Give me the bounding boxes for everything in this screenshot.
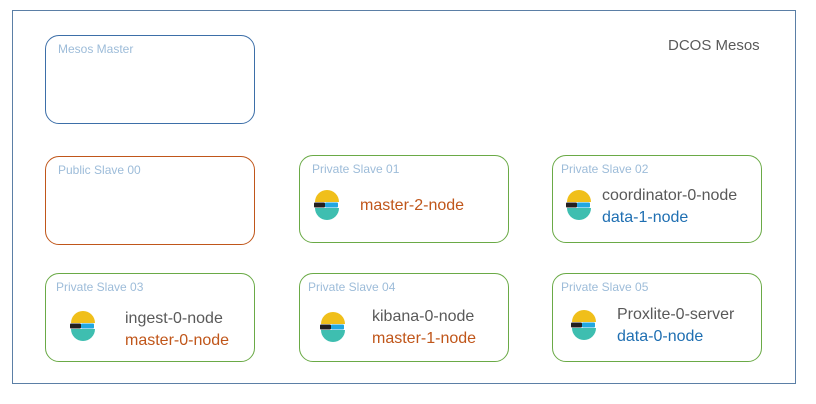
public-slave-00-box: Public Slave 00	[45, 156, 255, 245]
private-slave-04-box: Private Slave 04 kibana-0-node master-1-…	[299, 273, 509, 362]
box-label: Private Slave 02	[561, 162, 649, 176]
node-label: master-0-node	[125, 332, 230, 349]
private-slave-01-box: Private Slave 01 master-2-node	[299, 155, 509, 243]
box-label: Private Slave 04	[308, 280, 396, 294]
elastic-logo-icon	[571, 310, 596, 340]
dcos-frame	[12, 10, 796, 384]
node-label: kibana-0-node	[372, 308, 475, 325]
elastic-logo-icon	[314, 190, 339, 220]
elastic-logo-icon	[70, 311, 95, 341]
box-label: Private Slave 01	[312, 162, 400, 176]
node-label: Proxlite-0-server	[617, 306, 735, 323]
private-slave-05-box: Private Slave 05 Proxlite-0-server data-…	[552, 273, 762, 362]
box-label: Public Slave 00	[58, 163, 141, 177]
node-label: ingest-0-node	[125, 310, 223, 327]
mesos-master-box: Mesos Master	[45, 35, 255, 124]
box-label: Private Slave 05	[561, 280, 649, 294]
elastic-logo-icon	[320, 312, 345, 342]
private-slave-03-box: Private Slave 03 ingest-0-node master-0-…	[45, 273, 255, 362]
node-label: data-1-node	[602, 209, 689, 226]
box-label: Private Slave 03	[56, 280, 144, 294]
node-label: master-2-node	[360, 197, 465, 214]
node-label: master-1-node	[372, 330, 477, 347]
node-label: coordinator-0-node	[602, 187, 738, 204]
diagram-title: DCOS Mesos	[668, 37, 760, 54]
elastic-logo-icon	[566, 190, 591, 220]
node-label: data-0-node	[617, 328, 704, 345]
private-slave-02-box: Private Slave 02 coordinator-0-node data…	[552, 155, 762, 243]
box-label: Mesos Master	[58, 42, 134, 56]
